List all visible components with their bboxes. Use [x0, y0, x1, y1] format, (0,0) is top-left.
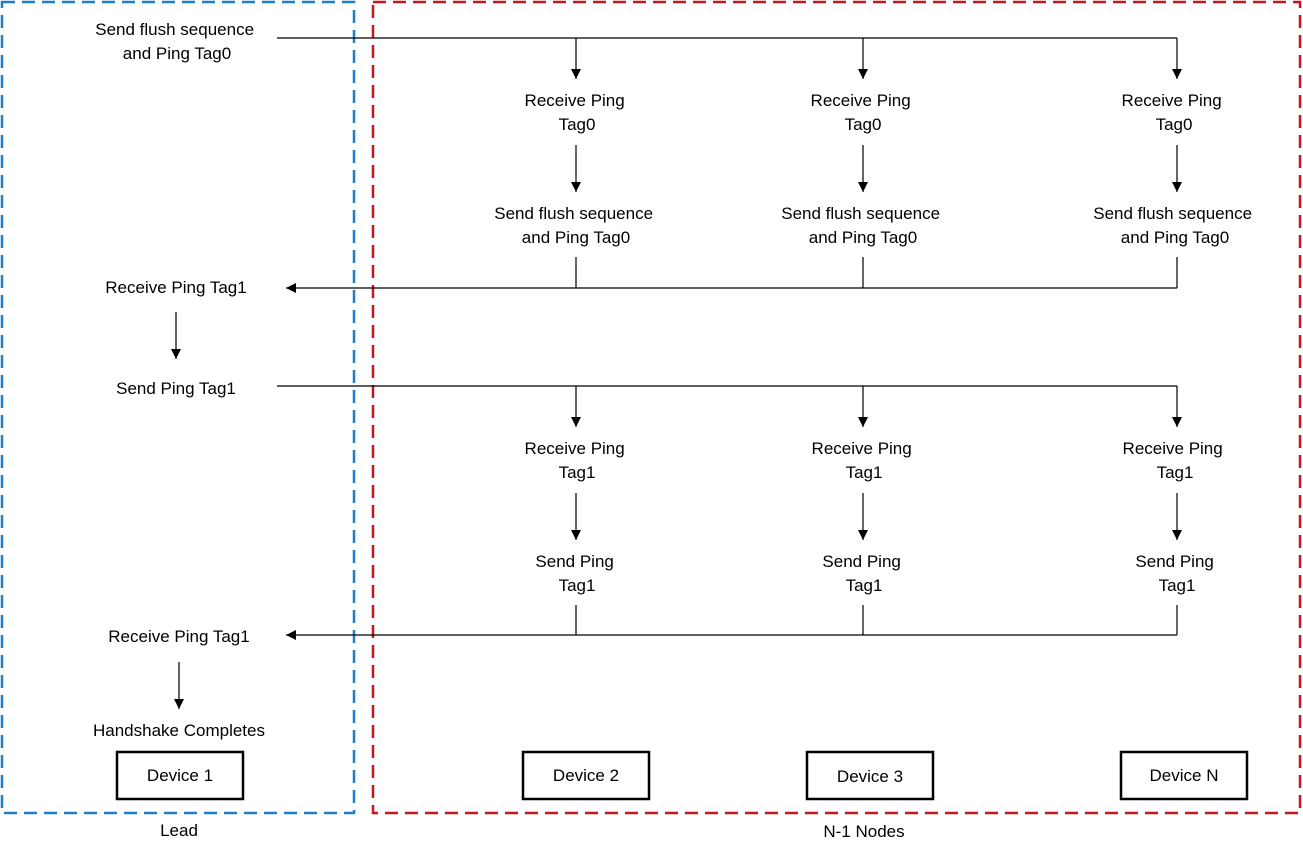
device-n-step-receive-tag0: Receive Ping Tag0: [1122, 91, 1227, 134]
lead-step-receive-tag1-first: Receive Ping Tag1: [105, 278, 246, 297]
lead-step-handshake-completes: Handshake Completes: [93, 721, 265, 740]
nodes-caption: N-1 Nodes: [823, 822, 904, 841]
device-3-box: [805, 750, 935, 801]
lead-step-receive-tag1-second: Receive Ping Tag1: [108, 627, 249, 646]
device-n-column: Receive Ping Tag0 Send flush sequence an…: [1093, 38, 1257, 801]
device-3-step-receive-tag0: Receive Ping Tag0: [811, 91, 916, 134]
device-2-step-receive-tag0: Receive Ping Tag0: [525, 91, 630, 134]
device-1-box: [115, 750, 245, 801]
lead-step-send-tag1: Send Ping Tag1: [116, 379, 236, 398]
device-2-label: Device 2: [553, 766, 619, 785]
device-3-step-receive-tag1: Receive Ping Tag1: [812, 439, 917, 482]
device-2-column: Receive Ping Tag0 Send flush sequence an…: [494, 38, 658, 801]
device-3-column: Receive Ping Tag0 Send flush sequence an…: [781, 38, 945, 801]
device-n-label: Device N: [1150, 766, 1219, 785]
nodes-group-border: [371, 0, 1302, 815]
device-2-box: [521, 750, 651, 801]
lead-step-send-flush: Send flush sequence and Ping Tag0: [95, 20, 259, 63]
device-3-label: Device 3: [837, 767, 903, 786]
lead-group-border: [0, 0, 356, 815]
device-n-box: [1119, 750, 1249, 801]
device-2-step-send-tag1: Send Ping Tag1: [535, 552, 618, 595]
device-n-step-receive-tag1: Receive Ping Tag1: [1123, 439, 1228, 482]
device-n-step-send-tag1: Send Ping Tag1: [1135, 552, 1218, 595]
lead-caption: Lead: [160, 821, 198, 840]
device-n-step-send-flush: Send flush sequence and Ping Tag0: [1093, 204, 1257, 247]
device-1-label: Device 1: [147, 766, 213, 785]
device-2-step-send-flush: Send flush sequence and Ping Tag0: [494, 204, 658, 247]
device-2-step-receive-tag1: Receive Ping Tag1: [525, 439, 630, 482]
device-3-step-send-flush: Send flush sequence and Ping Tag0: [781, 204, 945, 247]
device-3-step-send-tag1: Send Ping Tag1: [822, 552, 905, 595]
